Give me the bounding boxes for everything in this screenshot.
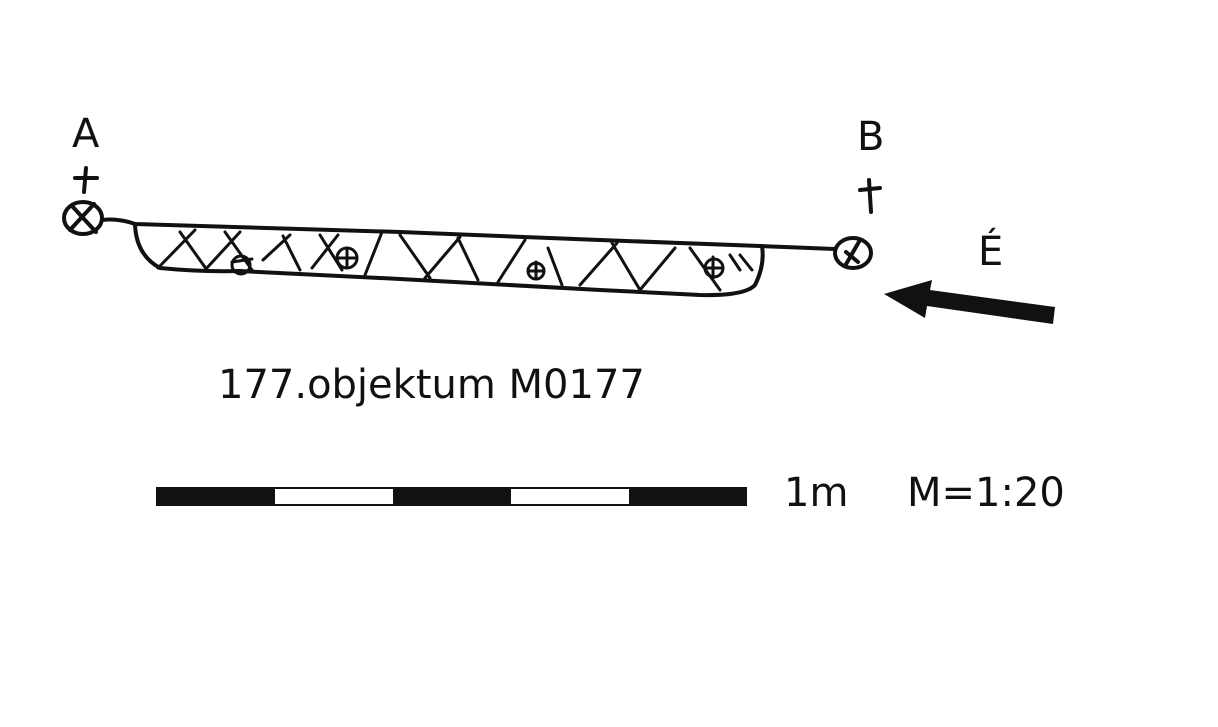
- north-arrow-icon: [884, 280, 1055, 324]
- north-label: É: [978, 229, 1004, 275]
- find-markers: [230, 246, 725, 281]
- scale-length-label: 1m: [784, 470, 849, 516]
- point-a-label: A: [72, 111, 100, 157]
- scale-ratio-label: M=1:20: [907, 470, 1065, 516]
- point-b-label: B: [857, 114, 885, 160]
- point-b-marker: [833, 178, 882, 270]
- drawing-title: 177.objektum M0177: [218, 362, 645, 408]
- feature-outline: [133, 222, 765, 298]
- baseline: [100, 217, 837, 251]
- scale-bar: [156, 487, 747, 506]
- point-a-marker: [62, 166, 104, 236]
